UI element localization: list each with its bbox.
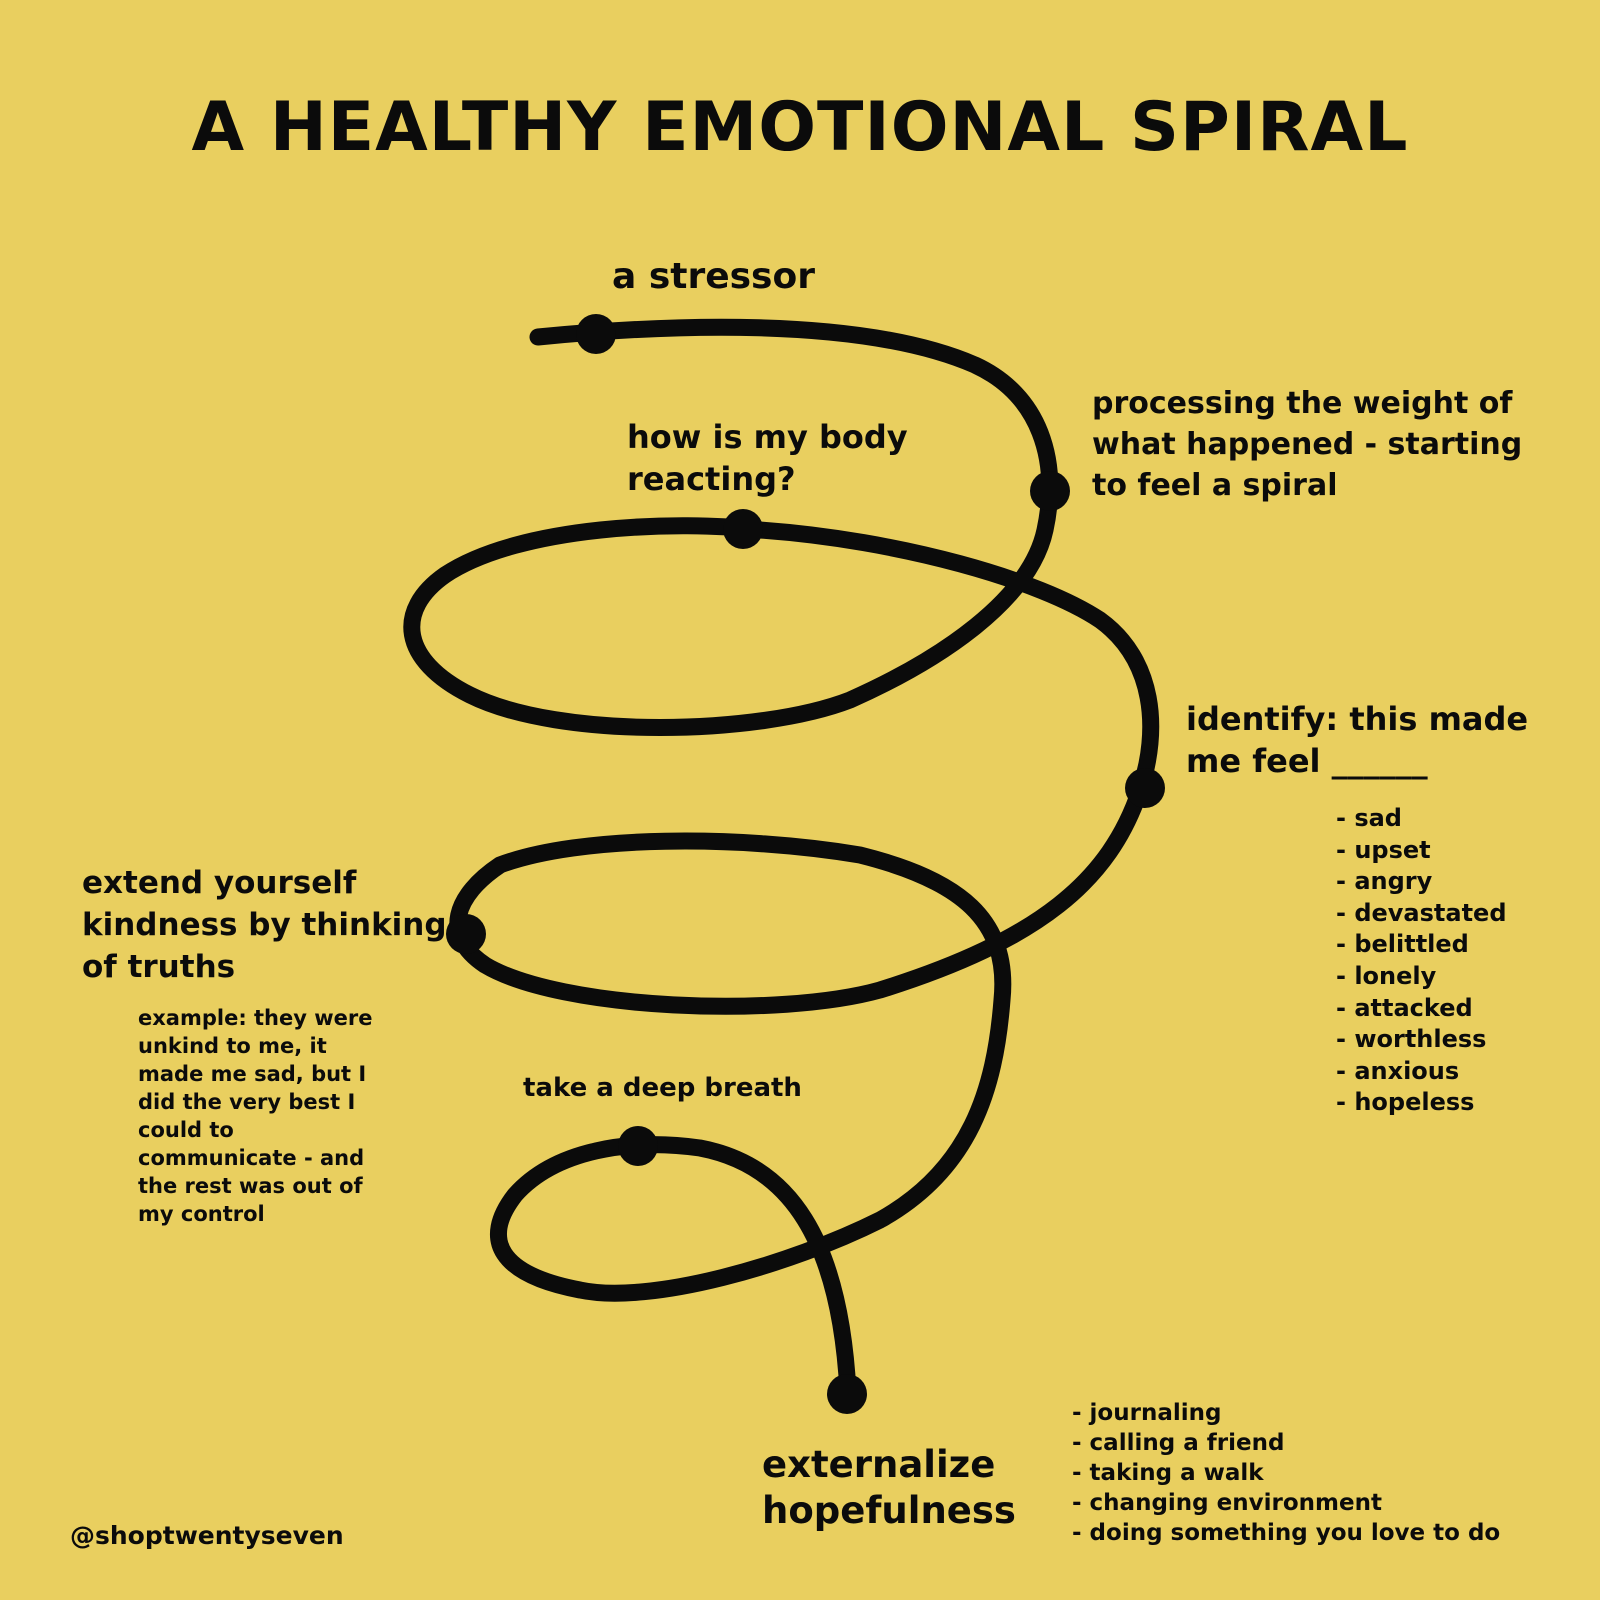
feeling-item: - anxious xyxy=(1336,1056,1460,1085)
feeling-item: - worthless xyxy=(1336,1025,1487,1054)
label-processing: processing the weight of what happened -… xyxy=(1092,386,1523,503)
feeling-item: - devastated xyxy=(1336,898,1507,927)
feeling-item: - attacked xyxy=(1336,993,1473,1022)
feeling-item: - belittled xyxy=(1336,930,1469,959)
label-identify: identify: this made me feel ______ xyxy=(1186,700,1529,780)
stage-dot-processing xyxy=(1030,471,1070,511)
label-stressor: a stressor xyxy=(612,256,815,297)
feelings-list: - sad - upset - angry - devastated - bel… xyxy=(1336,803,1507,1119)
stage-dot-identify xyxy=(1125,768,1165,808)
activity-item: - changing environment xyxy=(1072,1490,1382,1516)
stage-dot-body-reacting xyxy=(723,509,763,549)
label-kindness: extend yourself kindness by thinking of … xyxy=(82,865,447,985)
stage-dot-externalize xyxy=(827,1374,867,1414)
label-deep-breath: take a deep breath xyxy=(523,1073,802,1103)
stage-dot-deep-breath xyxy=(618,1126,658,1166)
activities-list: - journaling - calling a friend - taking… xyxy=(1072,1398,1500,1548)
stage-dot-kindness xyxy=(446,914,486,954)
label-kindness-example: example: they were unkind to me, it made… xyxy=(138,1006,373,1226)
feeling-item: - angry xyxy=(1336,867,1433,896)
page-title: A HEALTHY EMOTIONAL SPIRAL xyxy=(191,88,1409,167)
activity-item: - taking a walk xyxy=(1072,1460,1264,1486)
stage-dot-stressor xyxy=(576,314,616,354)
activity-item: - doing something you love to do xyxy=(1072,1520,1501,1546)
credit-handle: @shoptwentyseven xyxy=(70,1521,344,1550)
spiral-line xyxy=(403,318,1160,1401)
feeling-item: - upset xyxy=(1336,835,1431,864)
label-externalize: externalize hopefulness xyxy=(762,1443,1016,1532)
activity-item: - journaling xyxy=(1072,1400,1222,1426)
feeling-item: - hopeless xyxy=(1336,1088,1475,1117)
activity-item: - calling a friend xyxy=(1072,1430,1285,1456)
feeling-item: - lonely xyxy=(1336,961,1437,990)
label-body-reacting: how is my body reacting? xyxy=(627,418,908,498)
feeling-item: - sad xyxy=(1336,804,1402,832)
